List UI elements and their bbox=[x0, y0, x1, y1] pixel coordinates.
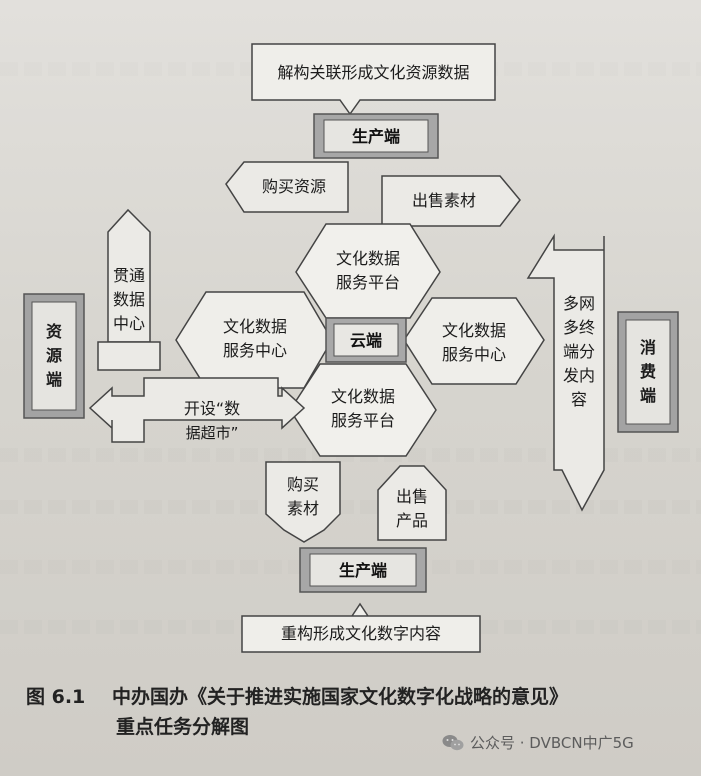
left-center-line1: 文化数据 bbox=[222, 317, 287, 336]
top-platform-line2: 服务平台 bbox=[335, 273, 400, 292]
resource-end-label: 资 源 端 bbox=[45, 322, 62, 389]
caption-title-line1: 中办国办《关于推进实施国家文化数字化战略的意见》 bbox=[112, 686, 569, 708]
top-producer-label: 生产端 bbox=[351, 127, 400, 146]
buy-materials-line2: 素材 bbox=[286, 499, 319, 518]
task-breakdown-diagram: 解构关联形成文化资源数据 生产端 购买资源 出售素材 文化数据 服务平台 贯通 … bbox=[23, 43, 679, 653]
figure-number: 图 6.1 bbox=[26, 686, 86, 708]
data-center-label: 贯通 数据 中心 bbox=[112, 266, 145, 333]
data-market-line1: 开设“数 bbox=[183, 399, 241, 418]
sell-products-line2: 产品 bbox=[395, 511, 428, 530]
watermark-text: 公众号 · DVBCN中广5G bbox=[470, 734, 634, 752]
top-platform-hexagon bbox=[295, 223, 441, 319]
buy-materials-arrow bbox=[265, 461, 341, 543]
cloud-label: 云端 bbox=[349, 331, 382, 350]
bottom-callout-shape bbox=[241, 602, 481, 653]
caption-title-line2: 重点任务分解图 bbox=[116, 716, 250, 738]
buy-resources-label: 购买资源 bbox=[261, 177, 326, 196]
sell-materials-arrow bbox=[381, 175, 521, 227]
buy-resources-arrow bbox=[225, 161, 349, 213]
top-platform-line1: 文化数据 bbox=[335, 249, 400, 268]
data-market-line2: 据超市” bbox=[185, 424, 239, 442]
bottom-platform-hexagon bbox=[289, 363, 437, 457]
bottom-callout-text: 重构形成文化数字内容 bbox=[280, 624, 441, 643]
watermark: 公众号 · DVBCN中广5G bbox=[442, 732, 634, 753]
figure-caption: 图 6.1 中办国办《关于推进实施国家文化数字化战略的意见》 重点任务分解图 bbox=[26, 682, 676, 742]
bottom-platform-line1: 文化数据 bbox=[330, 387, 395, 406]
right-center-line1: 文化数据 bbox=[441, 321, 506, 340]
right-center-line2: 服务中心 bbox=[441, 345, 506, 364]
top-callout-text: 解构关联形成文化资源数据 bbox=[277, 63, 470, 82]
wechat-icon bbox=[442, 734, 464, 752]
sell-materials-label: 出售素材 bbox=[411, 191, 476, 210]
diagram-shapes bbox=[23, 43, 679, 653]
bottom-producer-label: 生产端 bbox=[338, 561, 387, 580]
multi-distribution-arrow bbox=[526, 233, 605, 512]
multi-distribution-label: 多网 多终 端分 发内 容 bbox=[562, 294, 595, 409]
left-center-line2: 服务中心 bbox=[222, 341, 287, 360]
data-center-arrow bbox=[107, 208, 151, 343]
consumer-end-label: 消 费 端 bbox=[639, 338, 656, 405]
top-callout-shape bbox=[251, 43, 496, 116]
sell-products-arrow bbox=[377, 465, 447, 541]
bottom-platform-line2: 服务平台 bbox=[330, 411, 395, 430]
sell-products-line1: 出售 bbox=[395, 487, 428, 506]
background-text-line bbox=[0, 500, 701, 514]
buy-materials-line1: 购买 bbox=[286, 475, 319, 494]
right-center-hexagon bbox=[403, 297, 545, 385]
data-market-arrow bbox=[88, 377, 306, 443]
